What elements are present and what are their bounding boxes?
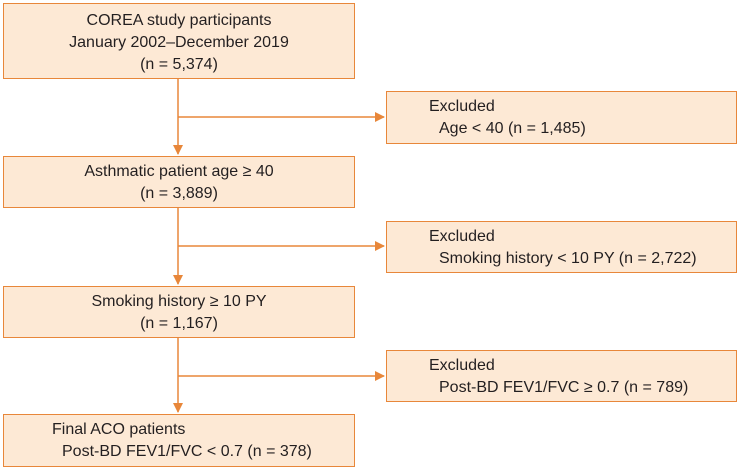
final-box: Final ACO patients Post-BD FEV1/FVC < 0.…: [3, 414, 355, 467]
exclude-smoking-criterion: Smoking history < 10 PY (n = 2,722): [439, 250, 697, 267]
participants-count: (n = 5,374): [140, 56, 218, 73]
asthmatic-count: (n = 3,889): [140, 185, 218, 202]
exclude-fev-criterion: Post-BD FEV1/FVC ≥ 0.7 (n = 789): [439, 379, 689, 396]
participants-box: COREA study participants January 2002–De…: [3, 3, 355, 79]
exclude-smoking-box: Excluded Smoking history < 10 PY (n = 2,…: [386, 221, 737, 273]
participants-title: COREA study participants: [86, 12, 272, 29]
final-title: Final ACO patients: [52, 421, 186, 438]
asthmatic-title: Asthmatic patient age ≥ 40: [84, 163, 274, 180]
exclude-age-criterion: Age < 40 (n = 1,485): [439, 120, 586, 137]
asthmatic-box: Asthmatic patient age ≥ 40 (n = 3,889): [3, 156, 355, 208]
exclude-age-box: Excluded Age < 40 (n = 1,485): [386, 91, 737, 144]
smoking-box: Smoking history ≥ 10 PY (n = 1,167): [3, 286, 355, 338]
participants-period: January 2002–December 2019: [69, 34, 289, 51]
smoking-title: Smoking history ≥ 10 PY: [91, 293, 267, 310]
exclude-smoking-label: Excluded: [429, 228, 495, 245]
smoking-count: (n = 1,167): [140, 315, 218, 332]
final-criterion: Post-BD FEV1/FVC < 0.7 (n = 378): [62, 443, 312, 460]
exclude-fev-box: Excluded Post-BD FEV1/FVC ≥ 0.7 (n = 789…: [386, 350, 737, 402]
exclude-fev-label: Excluded: [429, 357, 495, 374]
exclude-age-label: Excluded: [429, 98, 495, 115]
